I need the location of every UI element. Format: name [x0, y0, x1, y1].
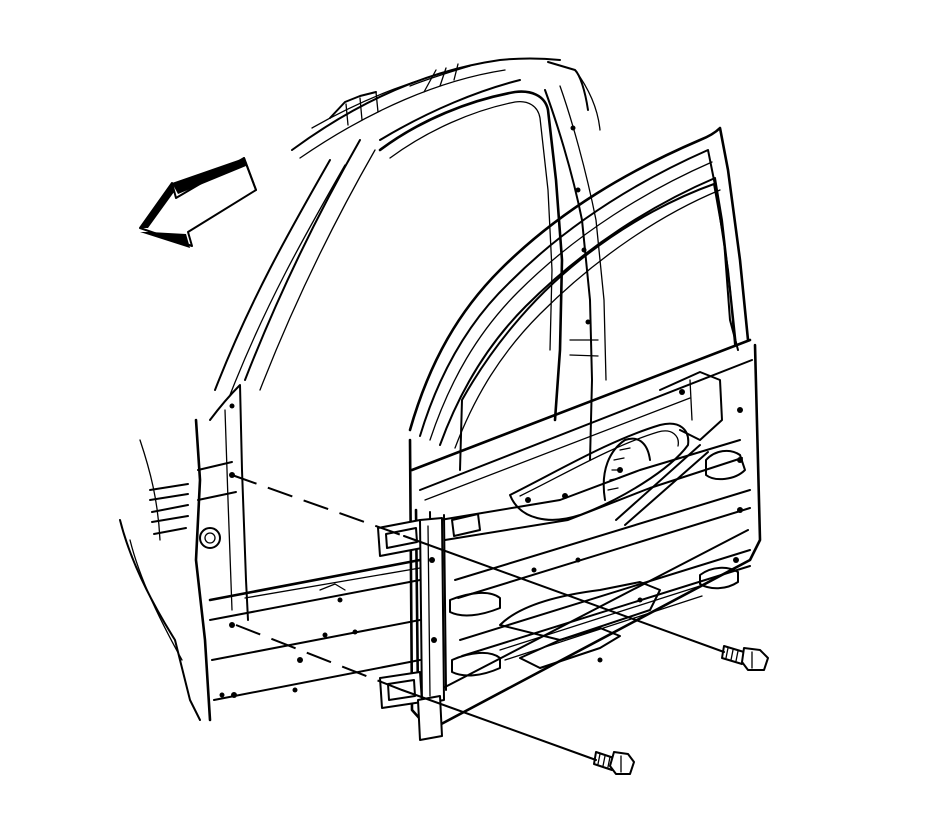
front-door — [408, 126, 762, 732]
upper-bolt-icon — [721, 645, 769, 671]
front-direction-arrow-icon — [139, 157, 257, 248]
bolt-alignment-lines — [231, 474, 725, 761]
upper-hinge — [377, 517, 445, 705]
body-hinge-pillar — [119, 57, 607, 722]
lower-bolt-icon — [593, 751, 635, 775]
